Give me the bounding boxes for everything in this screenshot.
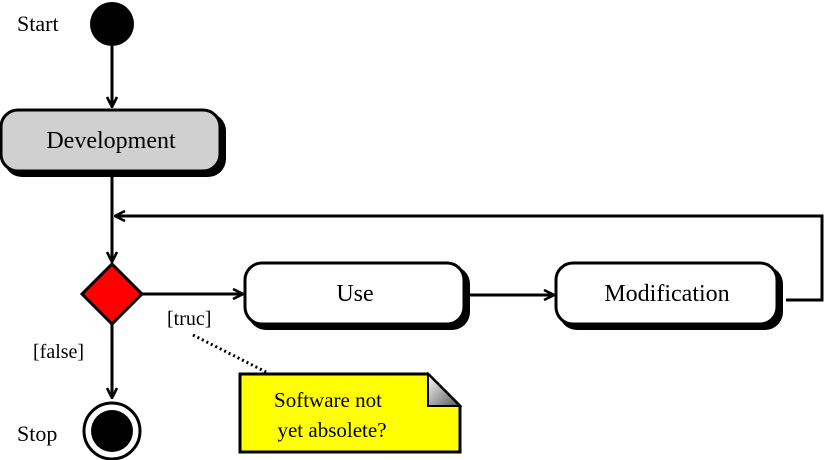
guard-false-label: [false]	[33, 341, 84, 363]
decision-node	[79, 261, 145, 327]
start-node	[90, 2, 134, 46]
note-text-line1: Software not	[274, 388, 382, 412]
use-label: Use	[336, 281, 373, 307]
edge-modification-loop	[115, 216, 824, 302]
start-label: Start	[17, 11, 59, 36]
modification-node: Modification	[554, 261, 783, 330]
note: Software not yet absolete?	[238, 371, 463, 454]
guard-true-label: [truc]	[167, 308, 211, 330]
use-node: Use	[243, 261, 470, 330]
note-fold-icon	[427, 371, 463, 407]
development-node: Development	[0, 108, 226, 177]
development-label: Development	[46, 128, 176, 154]
modification-label: Modification	[604, 281, 729, 307]
note-anchor-line	[192, 333, 269, 375]
stop-node	[82, 401, 142, 460]
note-text-line2: yet absolete?	[277, 418, 386, 442]
stop-label: Stop	[17, 421, 57, 446]
